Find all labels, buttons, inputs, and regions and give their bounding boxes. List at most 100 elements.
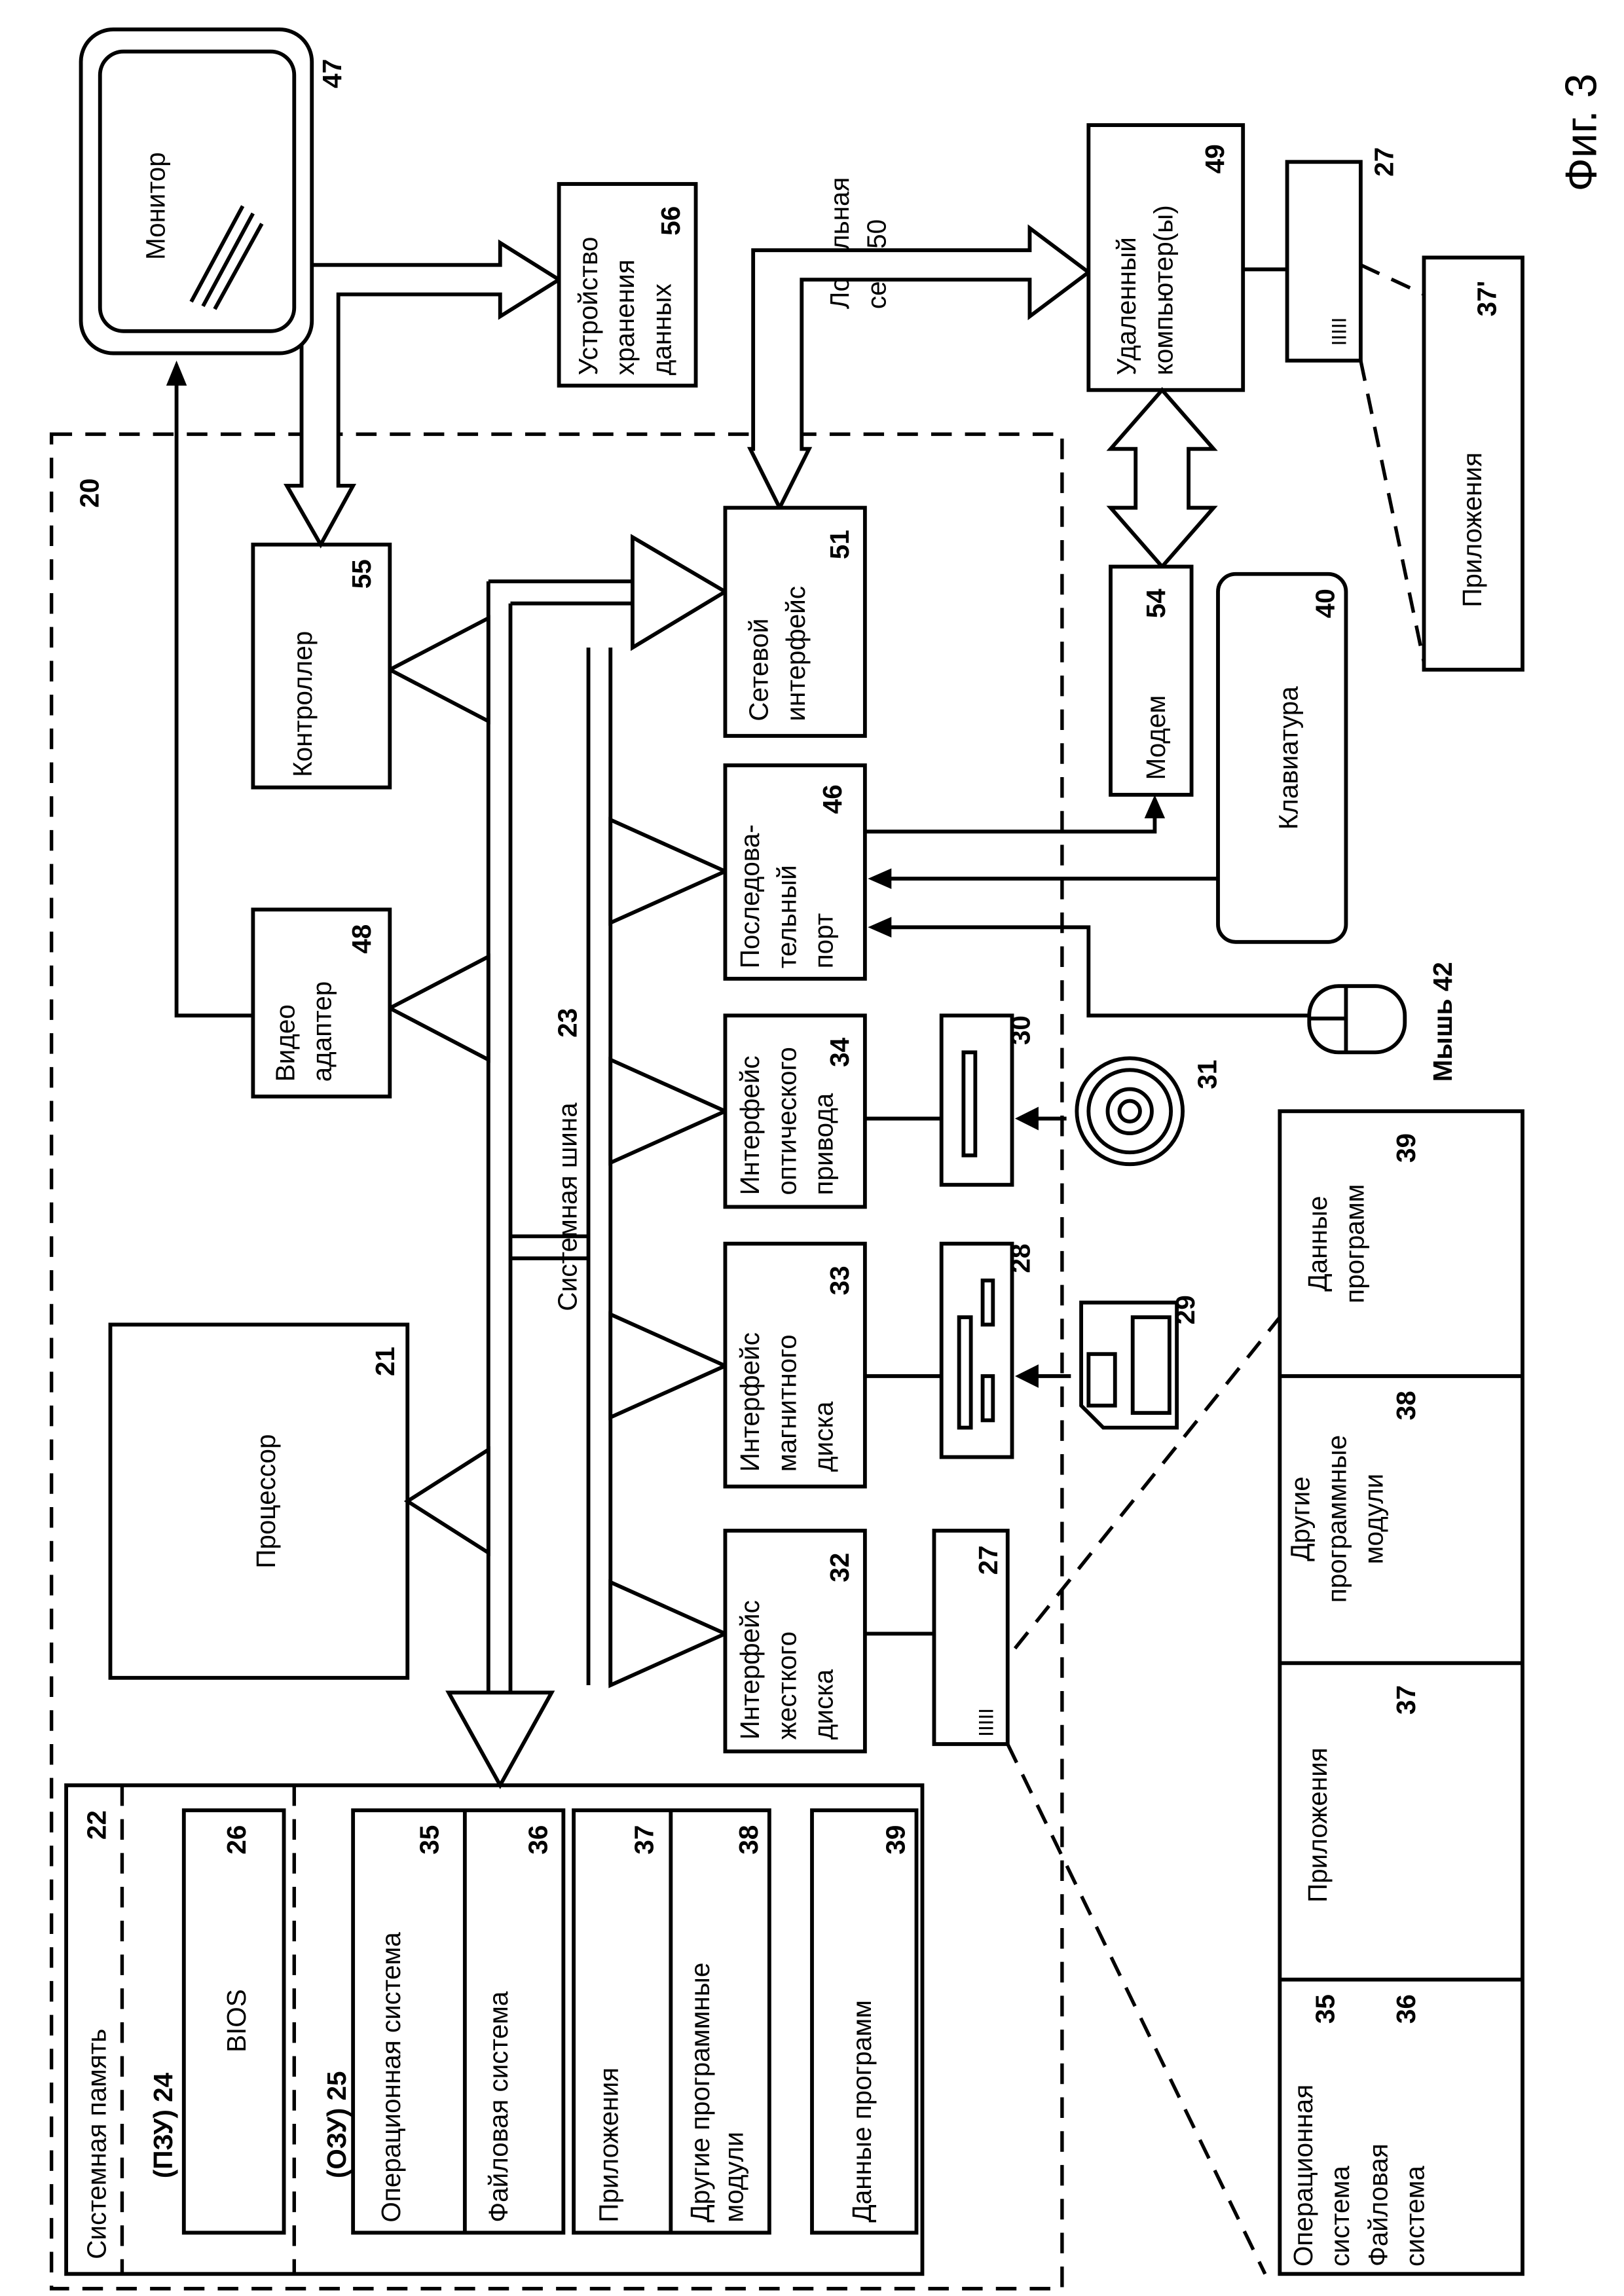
diagram-label: 34 [824,1037,855,1067]
diagram-label: 27 [973,1545,1003,1575]
diagram-label: 54 [1141,589,1171,619]
remote-computer: Удаленный компьютер(ы) 49 [1088,125,1287,390]
diagram-label: система [1400,2166,1430,2267]
diagram-label: Приложения [1302,1747,1333,1903]
diagram-label: программные [1321,1435,1352,1603]
diagram-label: 55 [346,559,377,589]
lan-label: Локальная [824,177,855,310]
monitor: Монитор 47 [81,29,348,354]
diagram-label: 48 [346,924,377,954]
diagram-label: 32 [824,1553,855,1582]
diagram-label: модули [1359,1474,1389,1565]
figure-label: Фиг. 3 [1557,73,1606,191]
hdd-interface: Интерфейс жесткого диска 32 [725,1531,934,1751]
diagram-label: Устройство [573,237,603,376]
diagram-label: Другие программные [685,1963,715,2223]
floppy-disk-icon: 29 [1081,1295,1200,1427]
diagram-label: 38 [1391,1391,1421,1420]
diagram-label: 35 [1310,1994,1340,2024]
diagram-label: 21 [370,1347,400,1376]
diagram-label: 35 [414,1825,444,1855]
diagram-label: 39 [1391,1133,1421,1163]
diagram-label: тельный [771,865,802,968]
diagram-label: жесткого [771,1631,802,1740]
diagram-label: Данные [1302,1196,1333,1292]
magnetic-disk-interface: Интерфейс магнитного диска 33 [725,1244,941,1487]
diagram-label: магнитного [771,1334,802,1472]
hdd-contents-table: Операционная система 35 Файловая система… [1280,1111,1522,2274]
diagram-label: Интерфейс [735,1332,765,1472]
modem-remote-arrow [1111,390,1213,567]
lan-arrow [750,228,1089,507]
diagram-label: (ПЗУ) 24 [148,2072,178,2178]
diagram-label: Интерфейс [735,1600,765,1740]
mouse-label: Мышь 42 [1428,962,1458,1082]
floppy-drive: 28 [942,1244,1071,1457]
diagram-label: 23 [553,1008,583,1038]
diagram-label: модули [718,2132,748,2223]
diagram-label: 29 [1170,1295,1200,1324]
diagram-label: Файловая система [483,1991,513,2223]
diagram-label: Видео [270,1004,300,1082]
diagram-label: Операционная система [376,1932,406,2223]
mouse-icon [1309,986,1405,1052]
diagram-label: 33 [824,1266,855,1295]
system-memory: Системная память 22 (ПЗУ) 24 BIOS 26 (ОЗ… [66,1785,922,2274]
diagram-label: Интерфейс [735,1055,765,1195]
diagram-label: Системная шина [553,1102,583,1311]
diagram-label: Системная память [82,2029,112,2259]
diagram-label: диска [808,1669,838,1740]
diagram-label: 40 [1310,589,1340,618]
diagram-label: 56 [655,206,686,236]
diagram-label: Монитор [141,152,171,260]
diagram-label: 27 [1369,147,1399,177]
diagram-label: хранения [610,259,640,375]
diagram-label: порт [808,913,838,969]
diagram-label: 38 [733,1825,764,1855]
system-bus: Системная шина 23 [390,538,725,1785]
diagram-label: Сетевой [744,618,774,721]
diagram-label: диска [808,1401,838,1472]
optical-interface: Интерфейс оптического привода 34 [725,1015,941,1207]
diagram-label: Контроллер [287,631,318,777]
diagram-label: компьютер(ы) [1148,205,1178,375]
diagram-label: Другие [1285,1476,1315,1561]
diagram-label: 37 [629,1825,659,1855]
diagram-label: система [1325,2166,1355,2267]
data-storage-device: Устройство хранения данных 56 [559,184,696,386]
diagram-label: 36 [1391,1994,1421,2024]
diagram-label: 46 [817,784,847,814]
diagram-label: интерфейс [781,586,811,721]
diagram-label: Операционная [1288,2085,1318,2267]
diagram-label: 37' [1472,281,1502,317]
remote-applications: Приложения 37' [1424,257,1522,669]
diagram-label: Файловая [1363,2143,1393,2267]
diagram-label: Модем [1141,695,1171,780]
diagram-label: привода [808,1093,838,1195]
optical-drive: 30 [942,1015,1067,1185]
diagram-label: 30 [1005,1015,1035,1045]
diagram-label: 49 [1200,144,1230,173]
diagram-label: 22 [82,1810,112,1840]
diagram-label: BIOS [221,1989,251,2052]
processor: Процессор 21 [110,1324,407,1678]
hard-disk: IIIII 27 [934,1317,1280,2274]
diagram-label: Приложения [593,2068,623,2223]
diagram-label: Данные программ [847,2000,877,2223]
diagram-label: программ [1339,1184,1369,1303]
diagram-label: (ОЗУ) 25 [322,2071,352,2179]
diagram-label: оптического [771,1047,802,1195]
diagram-label: 31 [1192,1060,1223,1089]
diagram-label: 51 [824,530,855,559]
diagram-label: IIIII [1327,318,1350,346]
diagram-label: Удаленный [1111,237,1141,375]
diagram-label: данных [646,283,676,375]
diagram-label: 28 [1005,1244,1035,1273]
diagram-label: Приложения [1457,452,1487,608]
diagram-label: IIIII [974,1708,997,1737]
diagram-label: 37 [1391,1685,1421,1715]
computer-ref: 20 [75,479,105,508]
optical-disc-icon: 31 [1077,1058,1222,1164]
diagram-label: 47 [317,59,347,88]
